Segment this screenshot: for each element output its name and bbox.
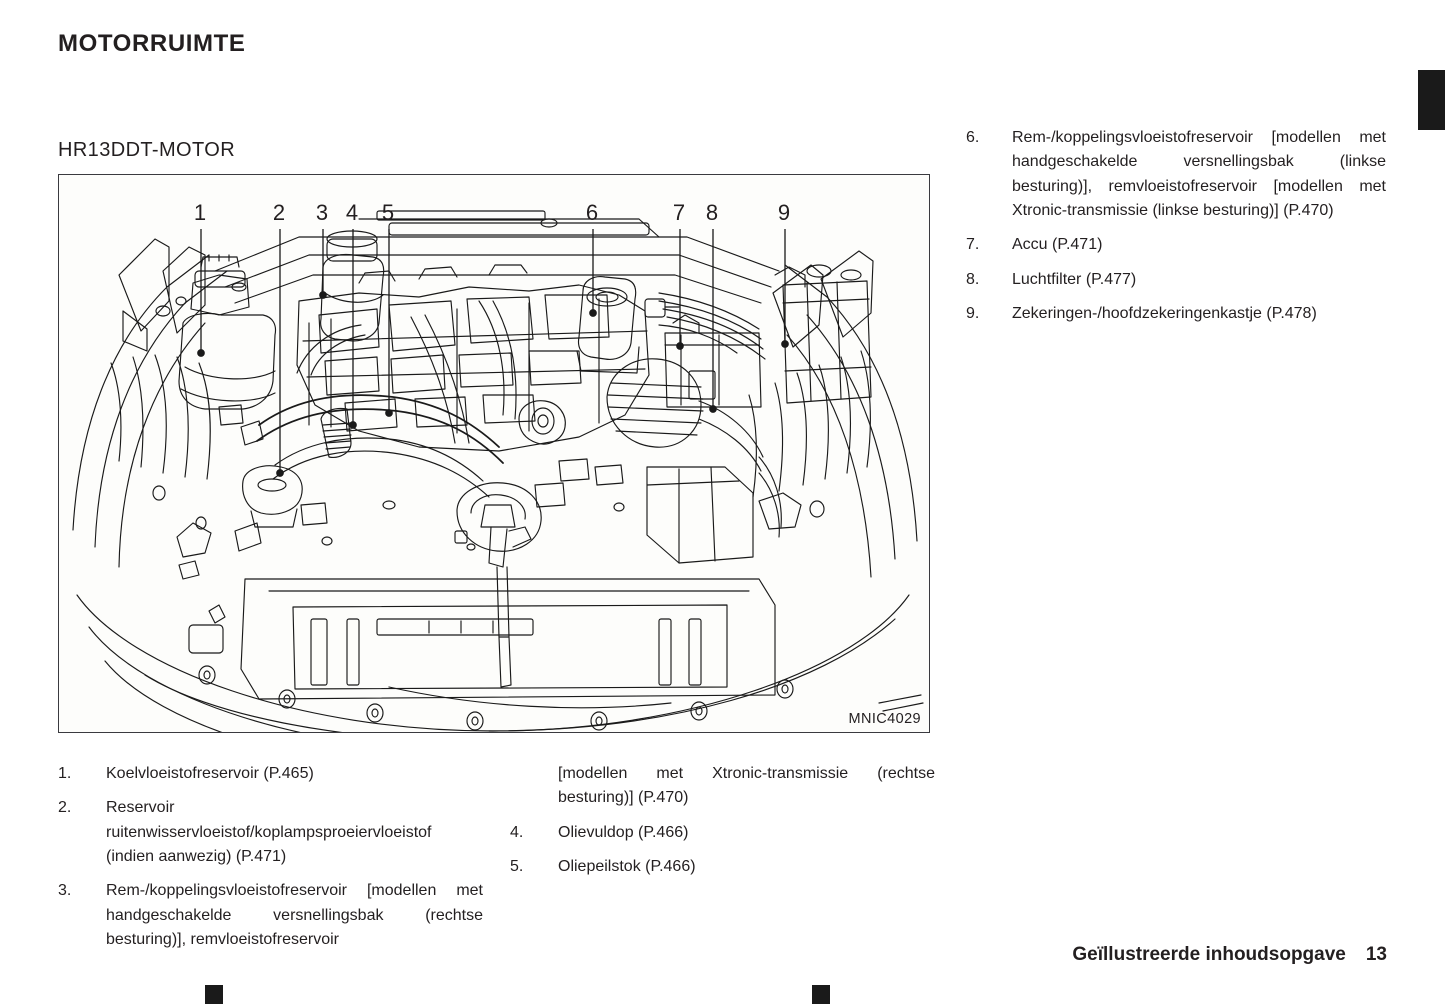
parts-list-right-item-text: Luchtfilter (P.477) — [1012, 270, 1137, 288]
footer-page-number: 13 — [1365, 944, 1387, 965]
parts-list-right-item-number: 6. — [966, 129, 980, 146]
parts-list-right-item-number: 8. — [966, 270, 980, 288]
callout-number-5: 5 — [381, 200, 395, 225]
callout-number-7: 7 — [672, 200, 686, 225]
parts-list-bottom-left-item-number: 3. — [58, 882, 72, 900]
callout-number-9: 9 — [777, 200, 791, 225]
parts-list-bottom-left-item: 2. Reservoir ruitenwisservloeistof/koplam… — [58, 796, 483, 869]
engine-compartment-figure: MNIC4029 — [58, 174, 930, 733]
parts-list-right: 6. Rem-/koppelingsvloeistofreservoir [mod… — [966, 126, 1386, 326]
callout-number-8: 8 — [705, 200, 719, 225]
callout-number-6: 6 — [585, 200, 599, 225]
parts-list-right-item-text: Accu (P.471) — [1012, 236, 1103, 254]
parts-list-bottom-right-item-number: 5. — [510, 857, 524, 875]
parts-list-bottom-right-item-text: [modellen met Xtronic-transmissie (recht… — [558, 765, 935, 807]
parts-list-right-item-number: 7. — [966, 236, 980, 254]
parts-list-bottom-left-item-text: Koelvloeistofreservoir (P.465) — [106, 765, 314, 782]
parts-list-right-item-text: Zekeringen-/hoofdzekeringenkastje (P.478… — [1012, 304, 1317, 322]
callout-number-2: 2 — [272, 200, 286, 225]
crop-mark-right — [812, 985, 830, 1004]
parts-list-bottom-left-item-text: Reservoir ruitenwisservloeistof/koplamps… — [106, 799, 432, 865]
page-footer: Geïllustreerde inhoudsopgave 13 — [1072, 944, 1387, 966]
parts-list-bottom-left-item-number: 1. — [58, 765, 72, 782]
parts-list-right-item: 7. Accu (P.471) — [966, 233, 1386, 257]
callout-number-4: 4 — [345, 200, 359, 225]
crop-mark-left — [205, 985, 223, 1004]
parts-list-bottom-right: [modellen met Xtronic-transmissie (recht… — [510, 762, 935, 879]
callout-number-1: 1 — [193, 200, 207, 225]
parts-list-bottom-left-item-text: Rem-/koppelingsvloeistofreservoir [model… — [106, 882, 483, 948]
parts-list-right-item: 6. Rem-/koppelingsvloeistofreservoir [mod… — [966, 126, 1386, 223]
callout-number-3: 3 — [315, 200, 329, 225]
footer-chapter-label: Geïllustreerde inhoudsopgave — [1072, 944, 1346, 965]
parts-list-right-item-text: Rem-/koppelingsvloeistofreservoir [model… — [1012, 129, 1386, 219]
parts-list-right-item: 9. Zekeringen-/hoofdzekeringenkastje (P.4… — [966, 302, 1386, 326]
parts-list-bottom-right-item-number: 4. — [510, 823, 524, 841]
parts-list-bottom-left-item: 1. Koelvloeistofreservoir (P.465) — [58, 762, 483, 786]
parts-list-bottom-left-item-number: 2. — [58, 799, 72, 817]
parts-list-right-item-number: 9. — [966, 304, 980, 322]
chapter-edge-tab — [1418, 70, 1445, 130]
parts-list-bottom-left-item: 3. Rem-/koppelingsvloeistofreservoir [mod… — [58, 879, 483, 952]
parts-list-bottom-left: 1. Koelvloeistofreservoir (P.465) 2. Reserv… — [58, 762, 483, 952]
callout-leader-lines — [197, 229, 789, 477]
parts-list-bottom-right-item: 4. Olievuldop (P.466) — [510, 821, 935, 845]
parts-list-bottom-right-item-text: Oliepeilstok (P.466) — [558, 857, 696, 875]
parts-list-right-item: 8. Luchtfilter (P.477) — [966, 268, 1386, 292]
parts-list-bottom-right-item: 5. Oliepeilstok (P.466) — [510, 855, 935, 879]
figure-id-label: MNIC4029 — [848, 711, 921, 727]
parts-list-bottom-right-item-text: Olievuldop (P.466) — [558, 823, 689, 841]
section-title: HR13DDT-MOTOR — [58, 139, 236, 161]
engine-bay-illustration — [72, 210, 924, 732]
page-title: MOTORRUIMTE — [58, 30, 246, 57]
parts-list-bottom-right-item: [modellen met Xtronic-transmissie (recht… — [510, 762, 935, 811]
